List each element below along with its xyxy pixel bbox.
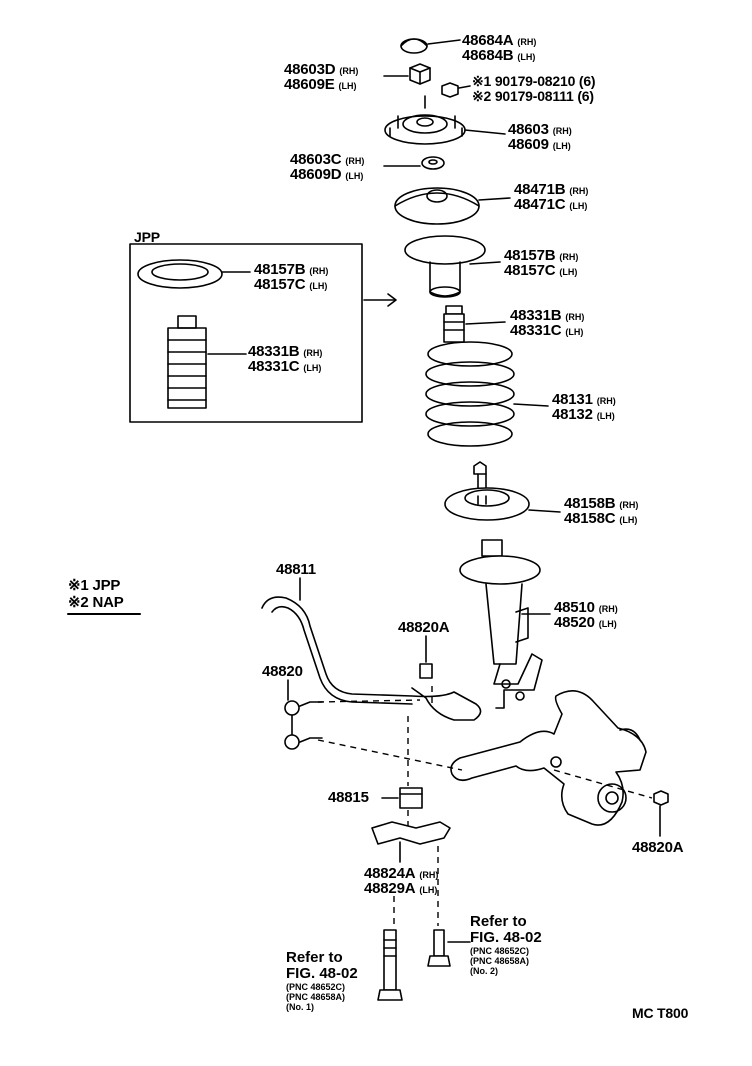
bolt-drawing-right <box>427 929 451 967</box>
inset-insulator-drawing <box>137 259 223 289</box>
stabilizer-link-drawing <box>284 700 323 750</box>
label-48158: 48158B(RH) 48158C(LH) <box>564 495 639 527</box>
jpp-inset-box <box>129 243 363 423</box>
knuckle-and-arm-drawing <box>450 690 647 826</box>
bushing-drawing <box>419 663 433 679</box>
diagram-code: MC T800 <box>632 1005 689 1021</box>
spring-insulator-drawing <box>404 235 486 298</box>
label-48603d: 48603D(RH) 48609E(LH) <box>284 61 359 93</box>
upper-spring-seat-drawing <box>394 187 480 225</box>
small-nut-drawing <box>441 82 471 98</box>
inset-label-48331: 48331B(RH) 48331C(LH) <box>248 343 323 375</box>
inset-title: JPP <box>134 229 160 245</box>
label-48811: 48811 <box>276 561 316 578</box>
support-mount-drawing <box>384 95 466 145</box>
dust-cap-drawing <box>400 38 428 54</box>
refer-note-right: Refer to FIG. 48-02 (PNC 48652C) (PNC 48… <box>470 913 542 977</box>
label-48131: 48131(RH) 48132(LH) <box>552 391 616 423</box>
nut-drawing <box>409 63 431 85</box>
shock-absorber-drawing <box>459 539 543 709</box>
label-48157: 48157B(RH) 48157C(LH) <box>504 247 579 279</box>
label-48684: 48684A(RH) 48684B(LH) <box>462 32 537 64</box>
label-48820: 48820 <box>262 663 303 680</box>
strut-rod-drawing <box>473 461 487 501</box>
bolt-drawing-left <box>377 929 403 1001</box>
refer-note-left: Refer to FIG. 48-02 (PNC 48652C) (PNC 48… <box>286 949 358 1013</box>
stabilizer-bar-drawing <box>261 596 482 721</box>
inset-label-48157: 48157B(RH) 48157C(LH) <box>254 261 329 293</box>
label-48510: 48510(RH) 48520(LH) <box>554 599 618 631</box>
bracket-drawing <box>371 821 451 845</box>
label-48471: 48471B(RH) 48471C(LH) <box>514 181 589 213</box>
label-48331: 48331B(RH) 48331C(LH) <box>510 307 585 339</box>
label-48603c: 48603C(RH) 48609D(LH) <box>290 151 365 183</box>
label-90179: ※1 90179-08210 (6) ※2 90179-08111 (6) <box>472 73 596 104</box>
legend-jpp: ※1 JPP <box>68 577 121 594</box>
coil-spring-drawing <box>425 341 515 447</box>
stabilizer-bushing-drawing <box>399 787 423 809</box>
bump-stopper-drawing <box>443 305 465 343</box>
lower-spring-seat-drawing <box>444 487 530 521</box>
nut-drawing-bottom <box>653 790 669 806</box>
legend-nap: ※2 NAP <box>68 594 124 611</box>
label-48820a-bottom: 48820A <box>632 839 684 856</box>
label-48603: 48603(RH) 48609(LH) <box>508 121 572 153</box>
label-48815: 48815 <box>328 789 369 806</box>
label-48820a-top: 48820A <box>398 619 450 636</box>
inset-bump-stopper-drawing <box>167 315 207 409</box>
legend: ※1 JPP ※2 NAP <box>68 578 124 610</box>
washer-drawing <box>421 156 445 170</box>
label-48824: 48824A(RH) 48829A(LH) <box>364 865 439 897</box>
